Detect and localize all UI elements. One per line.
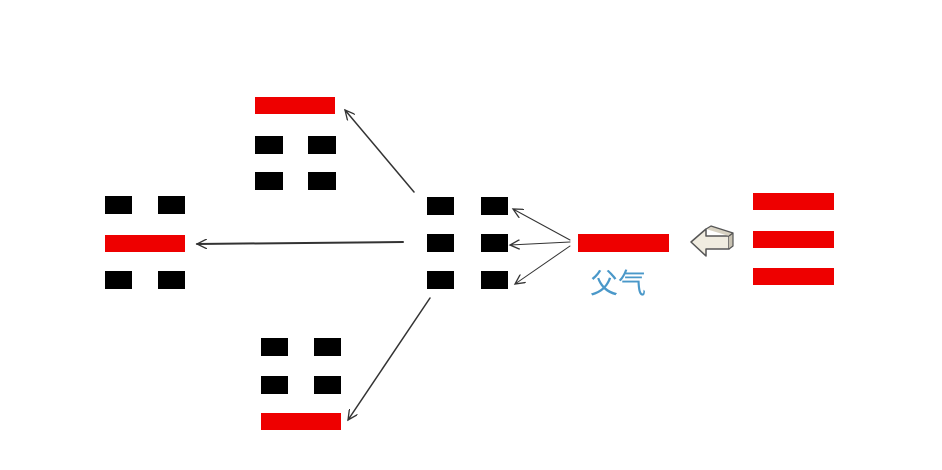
yin-line-left (427, 197, 454, 215)
yang-line (753, 268, 834, 285)
arrow-to-middle-line (510, 242, 571, 245)
yin-line-right (481, 234, 508, 252)
yin-line-left (427, 271, 454, 289)
yin-line-left (261, 338, 288, 356)
yin-line-right (481, 271, 508, 289)
yin-line-right (481, 197, 508, 215)
yin-line-left (261, 376, 288, 394)
yin-line-right (308, 172, 336, 190)
yang-line (105, 235, 185, 252)
left-arrow-icon (690, 225, 734, 257)
yang-line (255, 97, 335, 114)
arrow-to-bottom-line (515, 245, 571, 284)
arrow-to-top-trigram (345, 110, 415, 193)
trigram-source (753, 193, 834, 285)
father-qi-label: 父气 (590, 267, 646, 300)
yin-line-left (427, 234, 454, 252)
yang-line (753, 231, 834, 248)
yin-line-left (105, 271, 132, 289)
arrow-to-top-line (513, 209, 571, 241)
yin-line-right (314, 338, 341, 356)
trigram-left (105, 196, 185, 289)
yin-line-right (158, 271, 185, 289)
yin-line-right (314, 376, 341, 394)
yin-line-right (158, 196, 185, 214)
arrow-to-bottom-trigram (348, 297, 431, 420)
yin-line-left (255, 136, 283, 154)
yang-line (753, 193, 834, 210)
trigram-bottom (261, 338, 341, 430)
yin-line-left (255, 172, 283, 190)
yin-line-right (308, 136, 336, 154)
trigram-top (255, 97, 336, 190)
arrow-to-left-trigram (197, 242, 404, 244)
trigram-center (427, 197, 508, 289)
father-qi-line (578, 234, 669, 252)
yang-line (261, 413, 341, 430)
yin-line-left (105, 196, 132, 214)
